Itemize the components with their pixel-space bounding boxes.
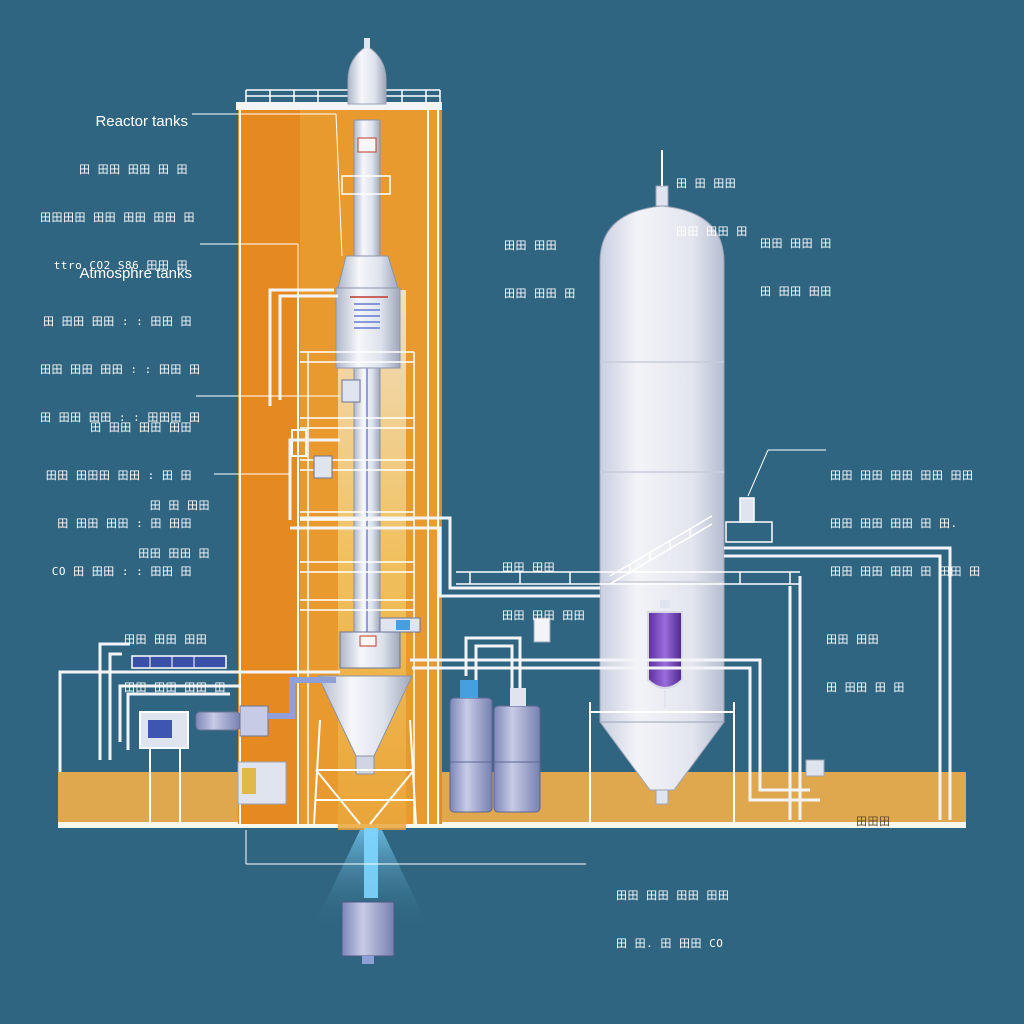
label-line: 田 田田 田田 田 田 [79, 163, 188, 176]
label-line: 田田 田田 田田 : : 田田 田 [40, 363, 201, 376]
label-line: 田田 田田田 田田 : 田 田 [45, 469, 192, 482]
right-instrument [805, 759, 825, 777]
label-line: 田田 田田 田 [504, 287, 576, 300]
label-line: 田田 田田 田田 田 田田 田 [830, 565, 981, 578]
label-atmosphere-tanks: Atmosphre tanks 田 田田 田田 : : 田田 田 田田 田田 田… [40, 234, 201, 442]
drum-container [237, 761, 287, 805]
reactor-column [335, 119, 401, 633]
label-line: 田 田 田田 [149, 499, 210, 512]
label-line: 田田田 [856, 815, 891, 828]
label-top-mid: 田 田 田田 田田 田田 田 [676, 144, 748, 256]
horizontal-pump [195, 677, 336, 737]
label-line: 田田 田田 田田 [124, 633, 208, 646]
walkway [456, 571, 800, 585]
label-line: 田田田田 田田 田田 田田 田 [40, 211, 195, 224]
label-line: 田 田田 田田 田田 [90, 421, 192, 434]
tower-instruments [291, 379, 421, 669]
label-line: 田田 田田 田 [676, 225, 748, 238]
label-line: CO 田 田田 : : 田田 田 [51, 565, 192, 578]
twin-tanks [449, 617, 551, 813]
label-left-low: 田田 田田 田田 田田 田田 田田 田 [124, 600, 226, 712]
label-line: 田 田. 田 田田 CO [616, 937, 724, 950]
storage-silo [589, 150, 735, 824]
leader-lines [192, 113, 826, 865]
tower-dome [347, 38, 387, 105]
label-ground-tag: 田田田 [856, 782, 891, 846]
hopper-vessel [313, 675, 417, 825]
label-line: 田 田田 田田 [760, 285, 832, 298]
label-line: 田田 田田 田田 田田 田田 [830, 469, 974, 482]
label-line: 田田 田田 田田 田 田. [830, 517, 958, 530]
pipe-network [58, 288, 952, 820]
label-line: 田田 田田 田田 田田 [616, 889, 730, 902]
label-line: 田田 田田 [502, 561, 556, 574]
label-left-small: 田 田 田田 田田 田田 田 [110, 466, 210, 578]
label-line: 田田 田田 [826, 633, 880, 646]
label-atmosphere-title: Atmosphre tanks [79, 265, 192, 282]
burner-unit [312, 828, 430, 964]
solar-rack [131, 655, 227, 669]
control-panel [139, 711, 189, 822]
silo-staircase [609, 497, 773, 585]
label-line: 田 田 田田 [676, 177, 737, 190]
label-line: 田田 田田 [504, 239, 558, 252]
label-line: 田 田田 田 田 [826, 681, 905, 694]
label-reactor-title: Reactor tanks [95, 113, 188, 130]
label-left-mid: 田 田田 田田 田田 田田 田田田 田田 : 田 田 田 田田 田田 : 田 田… [40, 388, 192, 596]
label-line: 田田 田田 田田 [502, 609, 586, 622]
label-silo-left: 田田 田田 田田 田田 田 [504, 206, 576, 318]
label-right-low: 田田 田田 田 田田 田 田 [826, 600, 905, 712]
tower-platforms [300, 175, 415, 824]
label-line: 田 田田 田田 : : 田田 田 [43, 315, 192, 328]
label-line: 田 田田 田田 : 田 田田 [57, 517, 192, 530]
label-right-mid: 田田 田田 田田 田田 田田 田田 田田 田田 田 田. 田田 田田 田田 田 … [830, 436, 981, 596]
label-bottom: 田田 田田 田田 田田 田 田. 田 田田 CO [616, 856, 729, 968]
label-line: 田田 田田 田 [760, 237, 832, 250]
label-line: 田 田田 田田 : : 田田田 田 [40, 411, 201, 424]
label-reactor-tanks: Reactor tanks 田 田田 田田 田 田 田田田田 田田 田田 田田 … [40, 82, 195, 290]
label-line: ttro CO2 S86 田田 田 [53, 259, 188, 272]
label-line: 田田 田田 田田 田 [124, 681, 226, 694]
label-line: 田田 田田 田 [138, 547, 210, 560]
ground-edge [58, 822, 966, 828]
label-center: 田田 田田 田田 田田 田田 [502, 528, 585, 640]
label-silo-right: 田田 田田 田 田 田田 田田 [760, 204, 832, 316]
